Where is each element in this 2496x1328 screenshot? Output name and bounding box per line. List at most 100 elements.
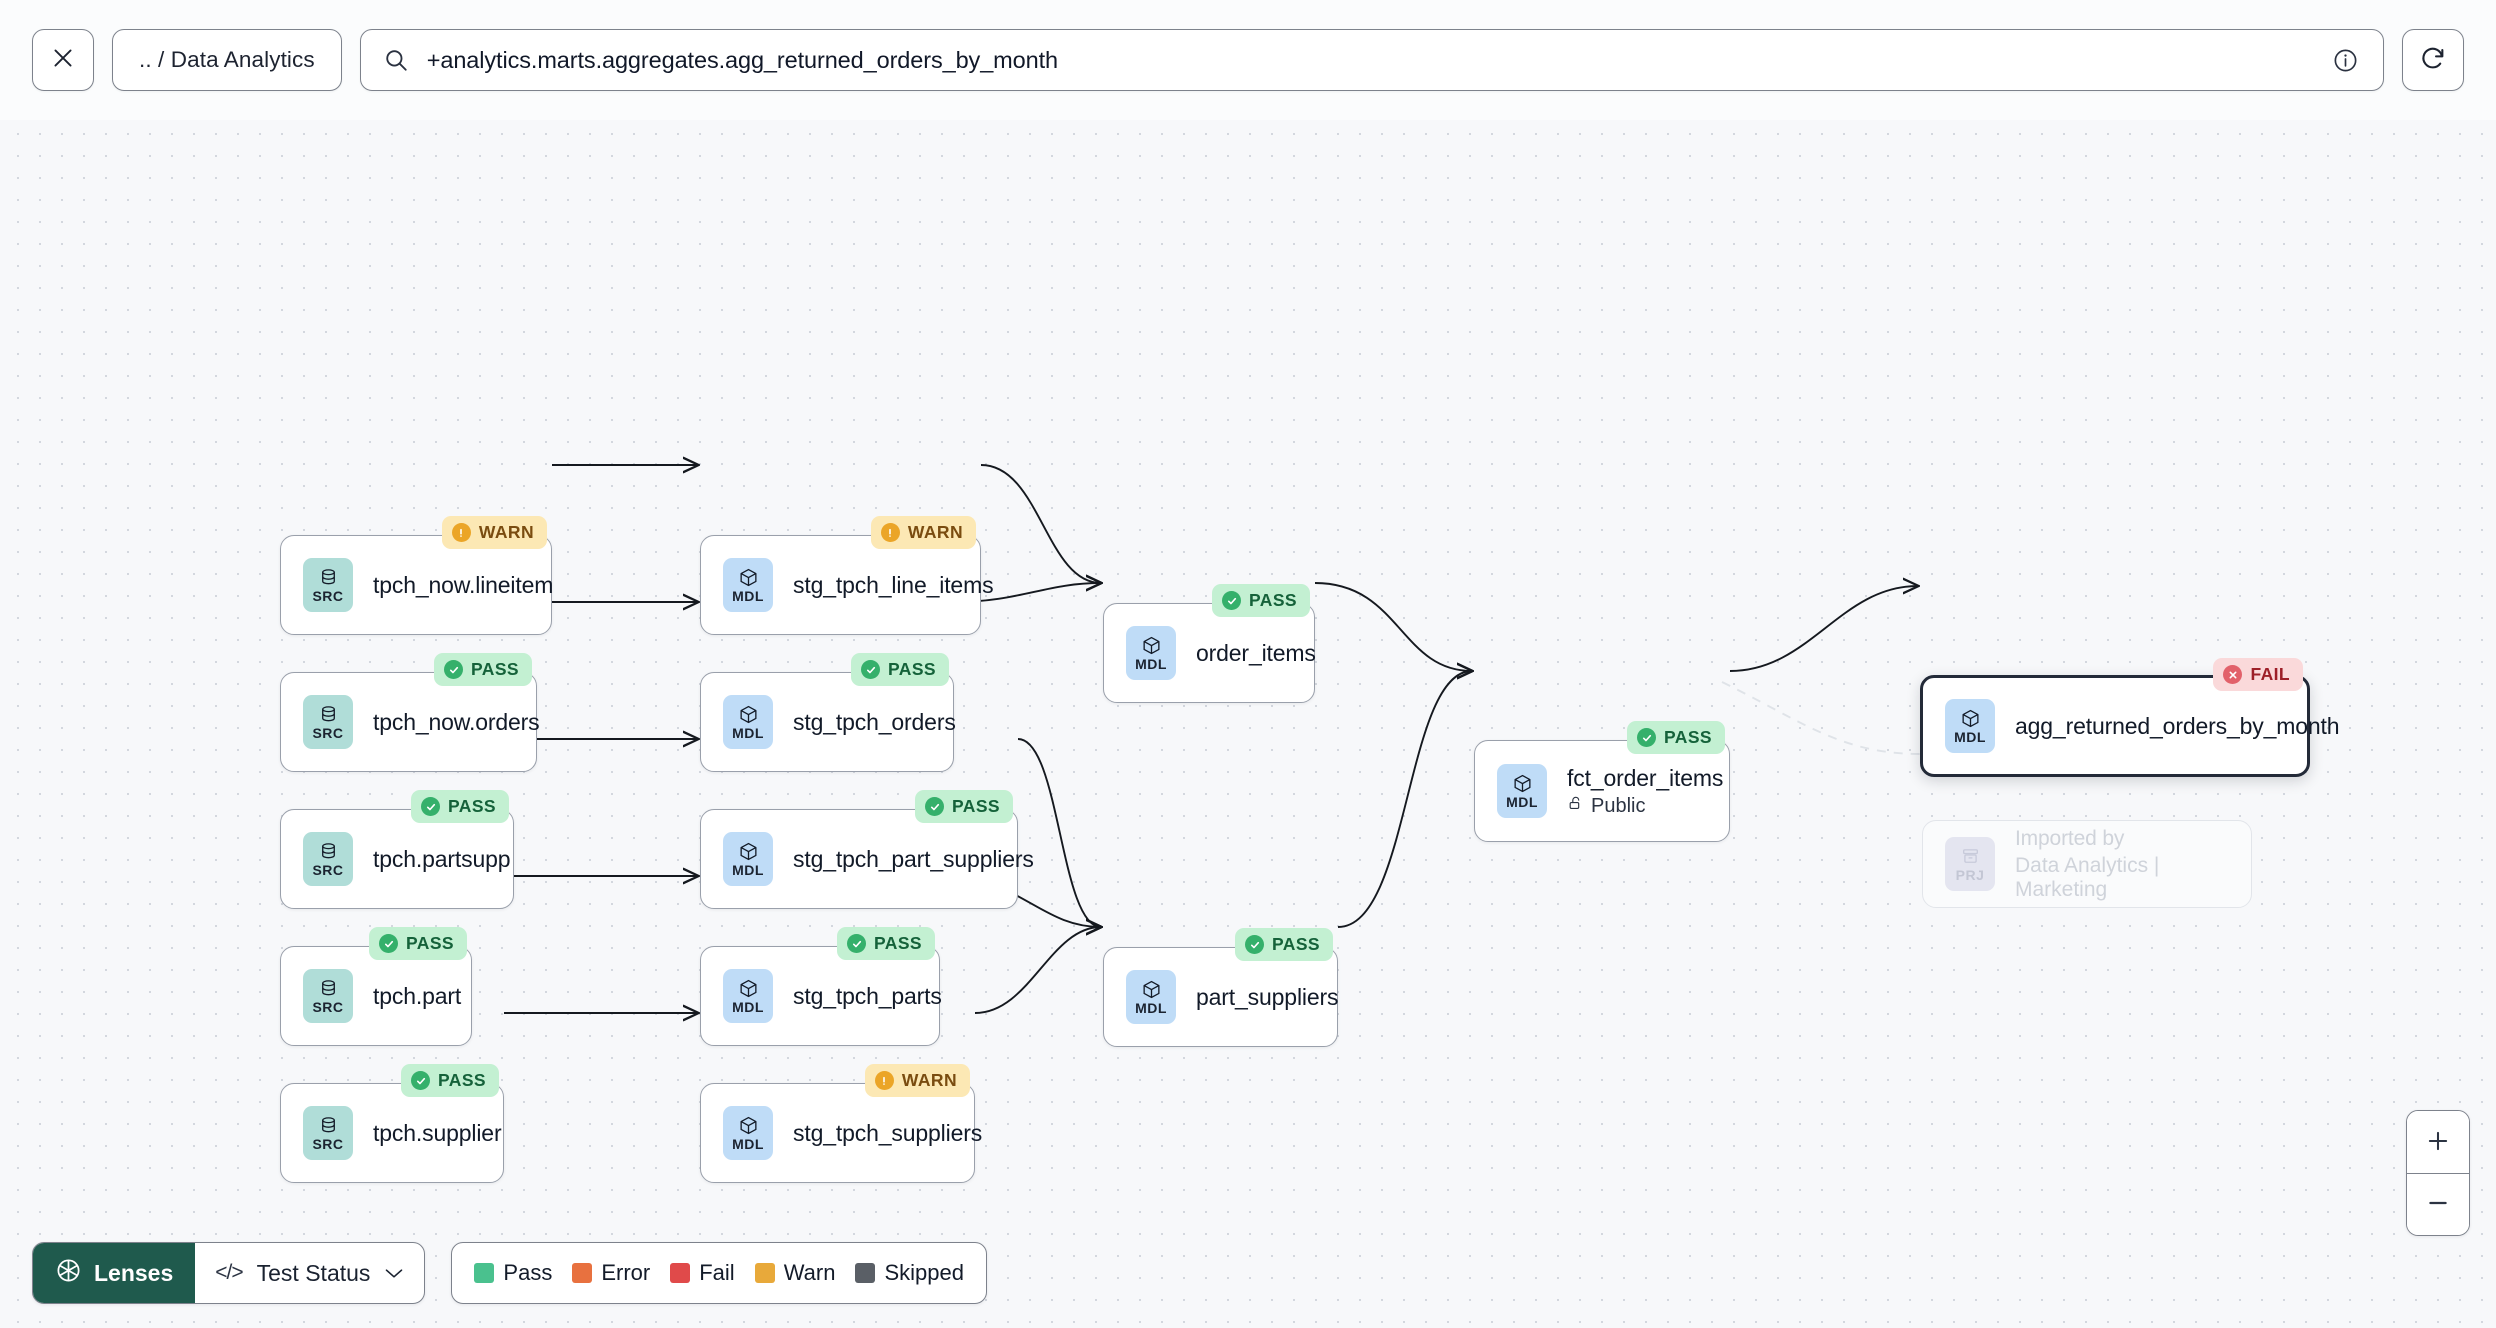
node-text: order_items xyxy=(1196,639,1316,667)
status-badge-label: PASS xyxy=(888,659,936,679)
status-badge-label: FAIL xyxy=(2250,664,2290,684)
node-kind-label: MDL xyxy=(732,725,764,741)
status-badge-pass[interactable]: PASS xyxy=(915,790,1013,823)
legend-label: Warn xyxy=(783,1260,836,1285)
node-kind-label: MDL xyxy=(732,862,764,878)
zoom-in-button[interactable] xyxy=(2407,1111,2469,1173)
lenses-button[interactable]: Lenses xyxy=(33,1243,196,1303)
status-badge-pass[interactable]: PASS xyxy=(401,1064,499,1097)
refresh-button[interactable] xyxy=(2402,29,2464,91)
graph-node-order_items[interactable]: MDL order_items PASS xyxy=(1103,584,1316,703)
node-title: agg_returned_orders_by_month xyxy=(2015,712,2340,739)
close-button[interactable] xyxy=(32,29,94,91)
status-badge-warn[interactable]: WARN xyxy=(864,1064,970,1097)
status-badge-pass[interactable]: PASS xyxy=(1627,721,1725,754)
status-badge-pass[interactable]: PASS xyxy=(851,653,949,686)
node-text: stg_tpch_part_suppliers xyxy=(793,845,1034,873)
node-kind-label: MDL xyxy=(1506,794,1538,810)
status-badge-label: PASS xyxy=(952,796,1000,816)
legend-item-skipped[interactable]: Skipped xyxy=(855,1260,964,1286)
status-pass-icon xyxy=(1637,728,1657,747)
minus-icon xyxy=(2425,1190,2451,1219)
status-badge-warn[interactable]: WARN xyxy=(870,516,976,549)
node-title: stg_tpch_parts xyxy=(793,982,942,1009)
legend-item-pass[interactable]: Pass xyxy=(474,1260,552,1286)
status-badge-label: WARN xyxy=(478,522,534,542)
legend-swatch xyxy=(754,1263,775,1283)
graph-node-stg_tpch_part_suppliers[interactable]: MDL stg_tpch_part_suppliers PASS xyxy=(700,790,1034,909)
test-status-dropdown[interactable]: </> Test Status xyxy=(195,1243,424,1303)
status-pass-icon xyxy=(379,934,399,953)
graph-node-stg_tpch_orders[interactable]: MDL stg_tpch_orders PASS xyxy=(700,653,956,772)
status-badge-warn[interactable]: WARN xyxy=(441,516,547,549)
status-badge-pass[interactable]: PASS xyxy=(434,653,532,686)
node-title: order_items xyxy=(1196,639,1316,666)
mdl-type-icon: MDL xyxy=(1126,970,1176,1024)
node-text: agg_returned_orders_by_month xyxy=(2015,712,2340,740)
node-text: stg_tpch_line_items xyxy=(793,572,994,599)
status-badge-label: PASS xyxy=(471,659,519,679)
mdl-type-icon: MDL xyxy=(1945,699,1995,753)
node-title: Imported by xyxy=(2015,826,2125,850)
status-badge-fail[interactable]: FAIL xyxy=(2213,658,2303,691)
node-kind-label: MDL xyxy=(1135,1000,1167,1016)
graph-node-tpch_now_orders[interactable]: SRC tpch_now.orders PASS xyxy=(280,653,540,772)
status-badge-label: PASS xyxy=(406,933,454,953)
node-text: tpch.supplier xyxy=(373,1119,502,1147)
status-warn-icon xyxy=(880,523,900,542)
top-toolbar: .. / Data Analytics +analytics.marts.agg… xyxy=(0,0,2496,120)
status-badge-pass[interactable]: PASS xyxy=(1212,584,1310,617)
node-title: tpch.supplier xyxy=(373,1119,502,1146)
node-text: tpch_now.orders xyxy=(373,709,540,736)
node-title: stg_tpch_orders xyxy=(793,708,956,735)
mdl-type-icon: MDL xyxy=(1497,764,1547,818)
search-bar[interactable]: +analytics.marts.aggregates.agg_returned… xyxy=(359,29,2384,91)
node-text: tpch.part xyxy=(373,983,461,1010)
status-pass-icon xyxy=(444,660,464,679)
legend-swatch xyxy=(572,1263,593,1283)
legend-swatch xyxy=(670,1263,691,1283)
aperture-icon xyxy=(55,1257,82,1290)
src-type-icon: SRC xyxy=(303,1106,353,1160)
breadcrumb[interactable]: .. / Data Analytics xyxy=(112,29,342,91)
node-kind-label: SRC xyxy=(312,725,344,741)
graph-node-tpch_supplier[interactable]: SRC tpch.supplier PASS xyxy=(280,1064,504,1183)
status-fail-icon xyxy=(2223,665,2243,684)
legend-label: Fail xyxy=(699,1260,735,1285)
graph-node-agg_returned_orders_by_month[interactable]: MDL agg_returned_orders_by_month FAIL xyxy=(1920,658,2340,777)
status-badge-pass[interactable]: PASS xyxy=(1235,928,1333,961)
lenses-label: Lenses xyxy=(94,1259,174,1286)
legend-item-warn[interactable]: Warn xyxy=(754,1260,836,1286)
status-badge-pass[interactable]: PASS xyxy=(369,927,467,960)
mdl-type-icon: MDL xyxy=(723,969,773,1023)
node-subtitle: Data Analytics | Marketing xyxy=(2015,854,2251,902)
edge-layer xyxy=(472,120,1921,1328)
graph-node-stg_tpch_line_items[interactable]: MDL stg_tpch_line_items WARN xyxy=(700,516,994,635)
node-kind-label: MDL xyxy=(732,1136,764,1152)
info-circle-icon[interactable] xyxy=(2332,47,2359,74)
mdl-type-icon: MDL xyxy=(1126,626,1176,680)
legend-swatch xyxy=(855,1263,876,1283)
breadcrumb-label: .. / Data Analytics xyxy=(139,47,315,72)
legend-item-error[interactable]: Error xyxy=(572,1260,650,1286)
status-badge-pass[interactable]: PASS xyxy=(837,927,935,960)
status-badge-label: WARN xyxy=(907,522,963,542)
node-kind-label: MDL xyxy=(732,588,764,604)
status-badge-label: PASS xyxy=(1664,727,1712,747)
zoom-out-button[interactable] xyxy=(2407,1173,2469,1235)
status-badge-pass[interactable]: PASS xyxy=(411,790,509,823)
search-icon xyxy=(383,47,409,73)
node-title: stg_tpch_part_suppliers xyxy=(793,845,1034,872)
legend-item-fail[interactable]: Fail xyxy=(670,1260,735,1286)
graph-node-stg_tpch_parts[interactable]: MDL stg_tpch_parts PASS xyxy=(700,927,942,1046)
search-input[interactable]: +analytics.marts.aggregates.agg_returned… xyxy=(426,46,1058,73)
